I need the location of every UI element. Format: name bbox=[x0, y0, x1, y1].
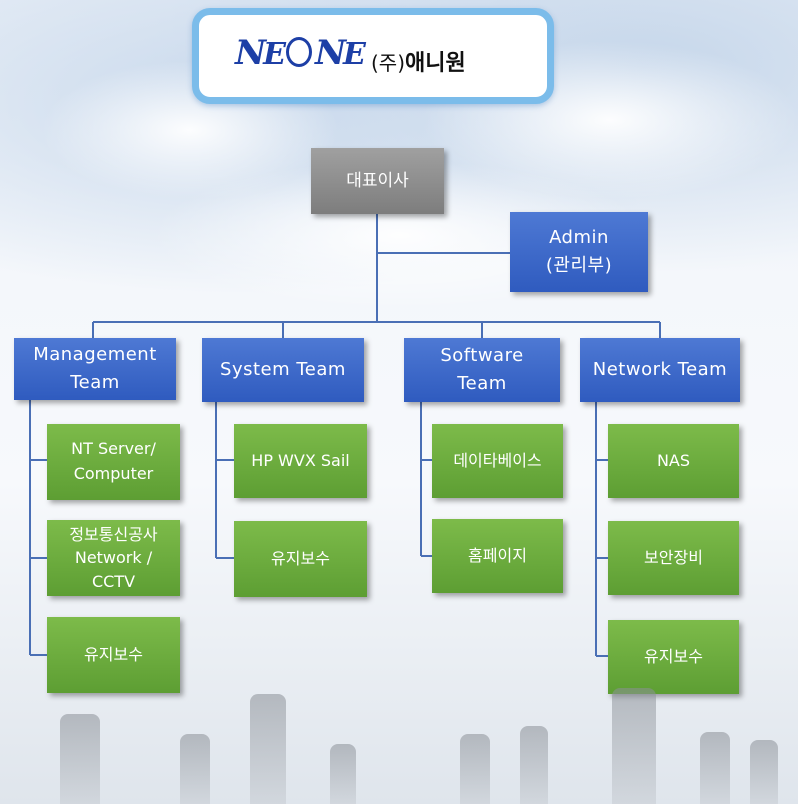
admin-box: Admin (관리부) bbox=[510, 212, 648, 292]
management-team-box: Management Team bbox=[14, 338, 176, 400]
item-maintenance: 유지보수 bbox=[47, 617, 180, 693]
admin-sub-label: (관리부) bbox=[545, 255, 613, 276]
company-name: (주)애니원 bbox=[371, 51, 466, 76]
system-team-box: System Team bbox=[202, 338, 364, 402]
software-team-box: Software Team bbox=[404, 338, 560, 402]
network-team-box: Network Team bbox=[580, 338, 740, 402]
item-maintenance: 유지보수 bbox=[608, 620, 739, 694]
admin-label: Admin bbox=[549, 227, 609, 249]
item-nt-server: NT Server/ Computer bbox=[47, 424, 180, 500]
item-security-equipment: 보안장비 bbox=[608, 521, 739, 595]
item-homepage: 홈페이지 bbox=[432, 519, 563, 593]
item-network-cctv: 정보통신공사 Network / CCTV bbox=[47, 520, 180, 596]
ceo-box: 대표이사 bbox=[311, 148, 444, 214]
item-maintenance: 유지보수 bbox=[234, 521, 367, 597]
item-database: 데이타베이스 bbox=[432, 424, 563, 498]
business-people-silhouettes bbox=[0, 680, 798, 804]
item-nas: NAS bbox=[608, 424, 739, 498]
item-hp-wvx-sail: HP WVX Sail bbox=[234, 424, 367, 498]
